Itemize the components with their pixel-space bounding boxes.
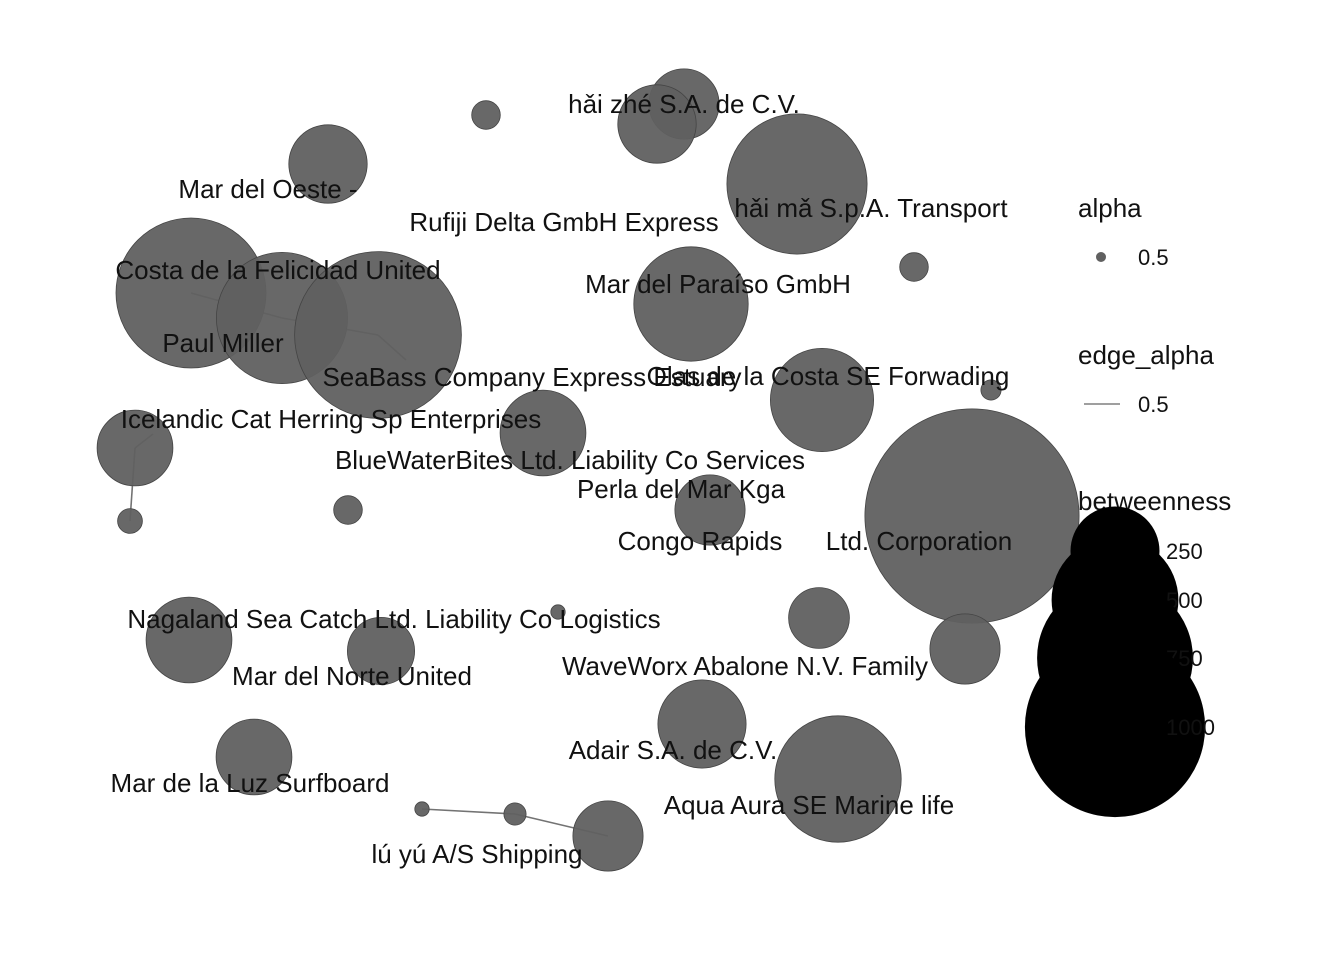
node-label: lú yú A/S Shipping <box>371 839 582 869</box>
node-label: WaveWorx Abalone N.V. Family <box>562 651 928 681</box>
node-label: Paul Miller <box>162 328 284 358</box>
graph-node[interactable] <box>471 100 501 130</box>
node-label: Costa de la Felicidad United <box>115 255 440 285</box>
graph-node[interactable] <box>788 587 850 649</box>
node-label: Mar del Oeste - <box>178 174 357 204</box>
node-label: Adair S.A. de C.V. <box>569 735 778 765</box>
node-label: Mar del Paraíso GmbH <box>585 269 851 299</box>
graph-node[interactable] <box>929 613 1001 685</box>
graph-node[interactable] <box>346 617 415 686</box>
graph-node[interactable] <box>499 389 587 477</box>
node-label: Rufiji Delta GmbH Express <box>409 207 718 237</box>
graph-node[interactable] <box>633 246 749 362</box>
graph-node[interactable] <box>674 474 746 546</box>
graph-edge <box>421 808 516 815</box>
graph-node[interactable] <box>657 679 747 769</box>
legend-size-key <box>1024 636 1206 818</box>
node-label: Nagaland Sea Catch Ltd. Liability Co Log… <box>127 604 660 634</box>
graph-node[interactable] <box>774 715 902 843</box>
graph-node[interactable] <box>294 251 462 419</box>
node-label: Congo Rapids <box>618 526 783 556</box>
node-label: Icelandic Cat Herring Sp Enterprises <box>121 404 542 434</box>
node-label: BlueWaterBites Ltd. Liability Co Service… <box>335 445 805 475</box>
graph-node[interactable] <box>770 347 875 452</box>
node-label: Ltd. Corporation <box>826 526 1012 556</box>
graph-node[interactable] <box>980 379 1002 401</box>
node-label: hǎi zhé S.A. de C.V. <box>568 89 800 119</box>
graph-node[interactable] <box>617 84 697 164</box>
legend-edge-alpha-label: 0.5 <box>1138 392 1169 417</box>
node-label: Aqua Aura SE Marine life <box>664 790 955 820</box>
nodes-layer <box>96 68 1080 872</box>
legend-size-label: 1000 <box>1166 715 1215 740</box>
legend-edge-alpha-title: edge_alpha <box>1078 340 1214 370</box>
graph-node[interactable] <box>145 596 233 684</box>
labels-layer: hǎi zhé S.A. de C.V. Mar del Oeste - hǎi m… <box>111 89 1013 869</box>
legend-alpha-label: 0.5 <box>1138 245 1169 270</box>
node-label: SeaBass Company Express Estuary <box>322 362 741 392</box>
legend-alpha-key <box>1096 252 1106 262</box>
legend-edge-alpha: edge_alpha 0.5 <box>1078 340 1214 417</box>
graph-node[interactable] <box>414 801 430 817</box>
node-label: Mar del Norte United <box>232 661 472 691</box>
graph-node[interactable] <box>288 124 368 204</box>
graph-node[interactable] <box>864 408 1080 624</box>
graph-node[interactable] <box>215 718 293 796</box>
legend-alpha: alpha 0.5 <box>1078 193 1169 270</box>
graph-node[interactable] <box>333 495 363 525</box>
node-label: Perla del Mar Kga <box>577 474 786 504</box>
graph-node[interactable] <box>96 409 174 487</box>
node-label: hǎi mǎ S.p.A. Transport <box>734 193 1008 223</box>
node-label: Mar de la Luz Surfboard <box>111 768 390 798</box>
legend: alpha 0.5 edge_alpha 0.5 betweenness 250… <box>1024 193 1231 818</box>
graph-node[interactable] <box>503 802 527 826</box>
graph-node[interactable] <box>550 604 566 620</box>
graph-node[interactable] <box>572 800 644 872</box>
graph-node[interactable] <box>899 252 929 282</box>
legend-alpha-title: alpha <box>1078 193 1142 223</box>
graph-node[interactable] <box>117 508 143 534</box>
graph-node[interactable] <box>726 113 868 255</box>
node-label: Olas de la Costa SE Forwading <box>647 361 1010 391</box>
legend-size-label: 250 <box>1166 539 1203 564</box>
